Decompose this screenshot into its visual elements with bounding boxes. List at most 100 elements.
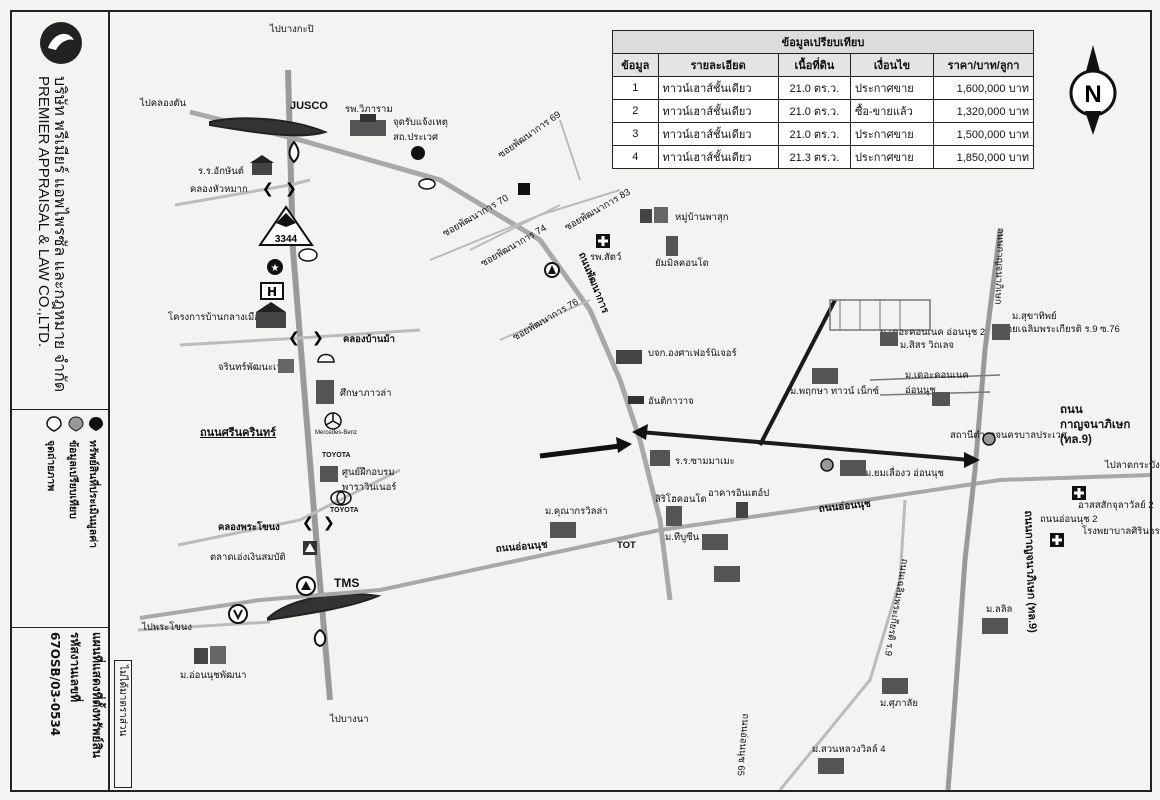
ptt-icon (288, 140, 300, 164)
label-siri-condo: สิริโฮคอนโด (655, 494, 707, 505)
label-toyota-2: TOYOTA (330, 507, 359, 514)
table-header: เงื่อนไข (849, 53, 935, 77)
label-gas-rinthorn: จรินทร์พัฒนะเวย์ (218, 362, 288, 373)
table-row: 1 ทาวน์เฮาส์ชั้นเดียว 21.0 ตร.ว. ประกาศข… (612, 76, 1034, 100)
route-arrow-right (964, 452, 980, 468)
label-pttor: บจก.องศาเฟอร์นิเจอร์ (648, 348, 737, 359)
label-m-connect-on-nut: ม.เดอะคอนเนค อ่อนนุช (905, 370, 969, 396)
company-logo-icon (40, 22, 82, 64)
scale-note: ไม่ได้มาตราส่วน (117, 665, 128, 737)
school-jamamo-icon (650, 450, 670, 466)
label-station: สถานีตำรวจนครบาลประเวศ (950, 430, 1067, 441)
label-vet: รพ.สัตว์ (590, 252, 622, 263)
label-soi-chaloem: ซอยเฉลิมพระเกียรติ ร.9 ซ.76 (1000, 324, 1120, 335)
label-onnut-2: ถนนอ่อนนุช 2 (1040, 514, 1098, 525)
sidebar: บริษัท พรีเมียร์ แอพไพรซัล และกฎหมาย จำก… (10, 10, 110, 792)
title-block: แผนที่แสดงที่ตั้งทรัพย์สิน รหัสงานเลขที่… (10, 628, 108, 792)
label-vibharam: รพ.วิภาราม (345, 104, 393, 115)
table-header: ราคา/บาท/ลูกา (933, 53, 1034, 77)
label-jusco: JUSCO (290, 100, 328, 112)
label-ansit: อันติกาวาจ (648, 396, 694, 407)
svg-text:3344: 3344 (275, 234, 298, 245)
square-marker-icon (518, 183, 530, 195)
khlong-hua-mak (174, 178, 311, 207)
honda-icon: H (260, 282, 284, 300)
table-row: 4 ทาวน์เฮาส์ชั้นเดียว 21.3 ตร.ว. ประกาศข… (612, 145, 1034, 169)
label-sports-center: ศึกษาภาวล่า (340, 388, 392, 399)
legend-comparables: ข้อมูลเปรียบเทียบ (67, 440, 79, 519)
pin-icon (411, 146, 425, 160)
subject-marker-icon (89, 417, 103, 431)
label-the-condo: ม.เดอะคอนเนค อ่อนนุช 2 (880, 327, 986, 338)
bank-icon (296, 576, 316, 596)
table-header: ข้อมูล (612, 53, 659, 77)
house-cluster-icon (194, 646, 226, 664)
svg-text:❮: ❮ (302, 515, 314, 531)
label-village-suk: หมู่บ้านพาสุก (675, 212, 729, 223)
label-market-somkhit: ตลาดเอ่งเงินสมบัติ (210, 552, 286, 563)
building-icon (350, 114, 386, 136)
label-kunakorn: ม.คุณากรวิลล่า (545, 506, 608, 517)
condo-icon (666, 236, 678, 256)
kbank-icon (228, 604, 248, 624)
svg-text:❯: ❯ (285, 181, 297, 197)
photo-point-icon (46, 416, 62, 432)
star-icon: ★ (267, 259, 283, 275)
on-nut-road (139, 473, 1151, 620)
houses-icon (714, 566, 740, 582)
label-m-sirisarn: ม.สิสร วิถเลจ (900, 340, 954, 351)
label-school-ankan: ร.ร.อักษันต์ (198, 166, 244, 177)
sukalai-houses-icon (882, 678, 908, 694)
svg-text:❯: ❯ (312, 330, 324, 346)
access-route (639, 430, 971, 462)
job-code-label: รหัสงานเลขที่ (68, 632, 82, 703)
access-route-branch (758, 299, 837, 446)
label-m-suan-luang: ม.สวนหลวงวิลล์ 4 (812, 744, 886, 755)
village-icon (640, 207, 668, 223)
factory-icon (616, 350, 642, 364)
suan-luang-houses-icon (818, 758, 844, 774)
sukhothai-houses-icon (992, 324, 1010, 340)
kanchanaphisek-road (945, 229, 1003, 791)
label-kanchana-road: ถนน กาญจนาภิเษก (ทล.9) (1060, 404, 1131, 446)
label-to-lat-krabang: ไปลาดกระบัง (1105, 460, 1160, 471)
label-m-sukalai: ม.ศุภาลัย (880, 698, 918, 709)
label-to-phra-khanong: ไปพระโขนง (142, 622, 193, 633)
project-icon (256, 302, 286, 328)
label-khlong-ban-ma: คลองบ้านม้า (343, 334, 395, 345)
comparables-table: ข้อมูลเปรียบเทียบ ข้อมูล รายละเอียด เนื้… (612, 30, 1034, 169)
compass-icon: N (1069, 45, 1117, 135)
inter-building-icon (736, 502, 748, 518)
emblem-3344-icon: 3344 (258, 205, 314, 246)
route-arrow-left (632, 424, 648, 440)
mercedes-icon (324, 412, 342, 430)
svg-text:N: N (1084, 81, 1101, 108)
label-hospital: อาสสสักจุลาวัลย์ 2 (1078, 500, 1154, 511)
label-school-jamamo: ร.ร.ซามมาเมะ (675, 456, 735, 467)
expressway-top (209, 117, 328, 137)
pattanakarn-road (189, 109, 673, 601)
incoming-arrow (539, 443, 621, 459)
page-frame (10, 10, 1152, 792)
comparable-legend-icon (68, 416, 84, 432)
car-icon (628, 396, 644, 404)
khlong-phrakhanong (177, 468, 401, 547)
school-building-icon (250, 155, 274, 175)
gas-station-icon (278, 359, 294, 373)
expressway-bottom (267, 593, 382, 622)
training-building-icon (320, 466, 338, 482)
label-phrapradaeng: โรงพยาบาลศิรินธร (1082, 526, 1160, 537)
legend-block: ทรัพย์สินที่ประเมินมูลค่า ข้อมูลเปรียบเท… (10, 410, 108, 628)
label-m-amorn: ม.ยมเลื่องว อ่อนนุช (865, 468, 944, 479)
road-phrakhanong (137, 620, 271, 632)
connect-houses-icon (932, 392, 950, 406)
label-condo-1: ยัมมิลคอนโด (655, 258, 709, 269)
label-m-phruksa: ม.พฤกษา ทาวน์ เน็กซ์ (790, 386, 879, 397)
scb-icon (313, 628, 327, 648)
condo-connect-icon (880, 332, 898, 346)
label-m-kibun: ม.ทีบูซีน (665, 532, 700, 543)
chaloem-road (778, 499, 907, 791)
label-tms: TMS (334, 576, 360, 590)
toyota-icon (330, 490, 352, 506)
